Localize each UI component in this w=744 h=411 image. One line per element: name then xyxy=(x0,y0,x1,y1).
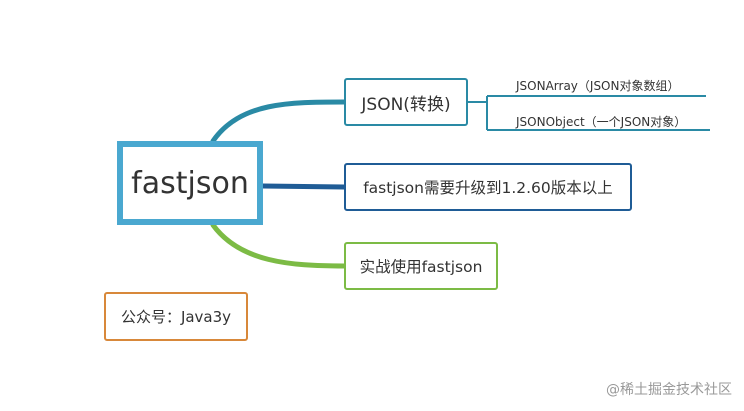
subtopic-jsonarray[interactable]: JSONArray（JSON对象数组） xyxy=(516,77,679,94)
branch-upgrade-version-label: fastjson需要升级到1.2.60版本以上 xyxy=(363,179,613,197)
note-node[interactable]: 公众号：Java3y xyxy=(104,292,248,341)
root-node-label: fastjson xyxy=(131,165,249,201)
root-node[interactable]: fastjson xyxy=(117,141,263,225)
subtopic-jsonobject-label: JSONObject（一个JSON对象） xyxy=(516,115,687,129)
connector-root-practice xyxy=(210,222,347,269)
branch-upgrade-version[interactable]: fastjson需要升级到1.2.60版本以上 xyxy=(344,163,632,211)
connector-root-json xyxy=(210,99,347,144)
subtopic-jsonobject[interactable]: JSONObject（一个JSON对象） xyxy=(516,113,686,130)
connector-json-children xyxy=(468,95,710,131)
note-node-label: 公众号：Java3y xyxy=(120,308,232,326)
subtopic-jsonarray-label: JSONArray（JSON对象数组） xyxy=(516,79,680,93)
watermark: @稀土掘金技术社区 xyxy=(606,382,732,398)
branch-json-conversion[interactable]: JSON(转换) xyxy=(344,78,468,126)
connector-root-upgrade xyxy=(260,183,347,190)
branch-practice[interactable]: 实战使用fastjson xyxy=(344,242,498,290)
branch-json-conversion-label: JSON(转换) xyxy=(361,94,451,115)
branch-practice-label: 实战使用fastjson xyxy=(359,258,483,276)
